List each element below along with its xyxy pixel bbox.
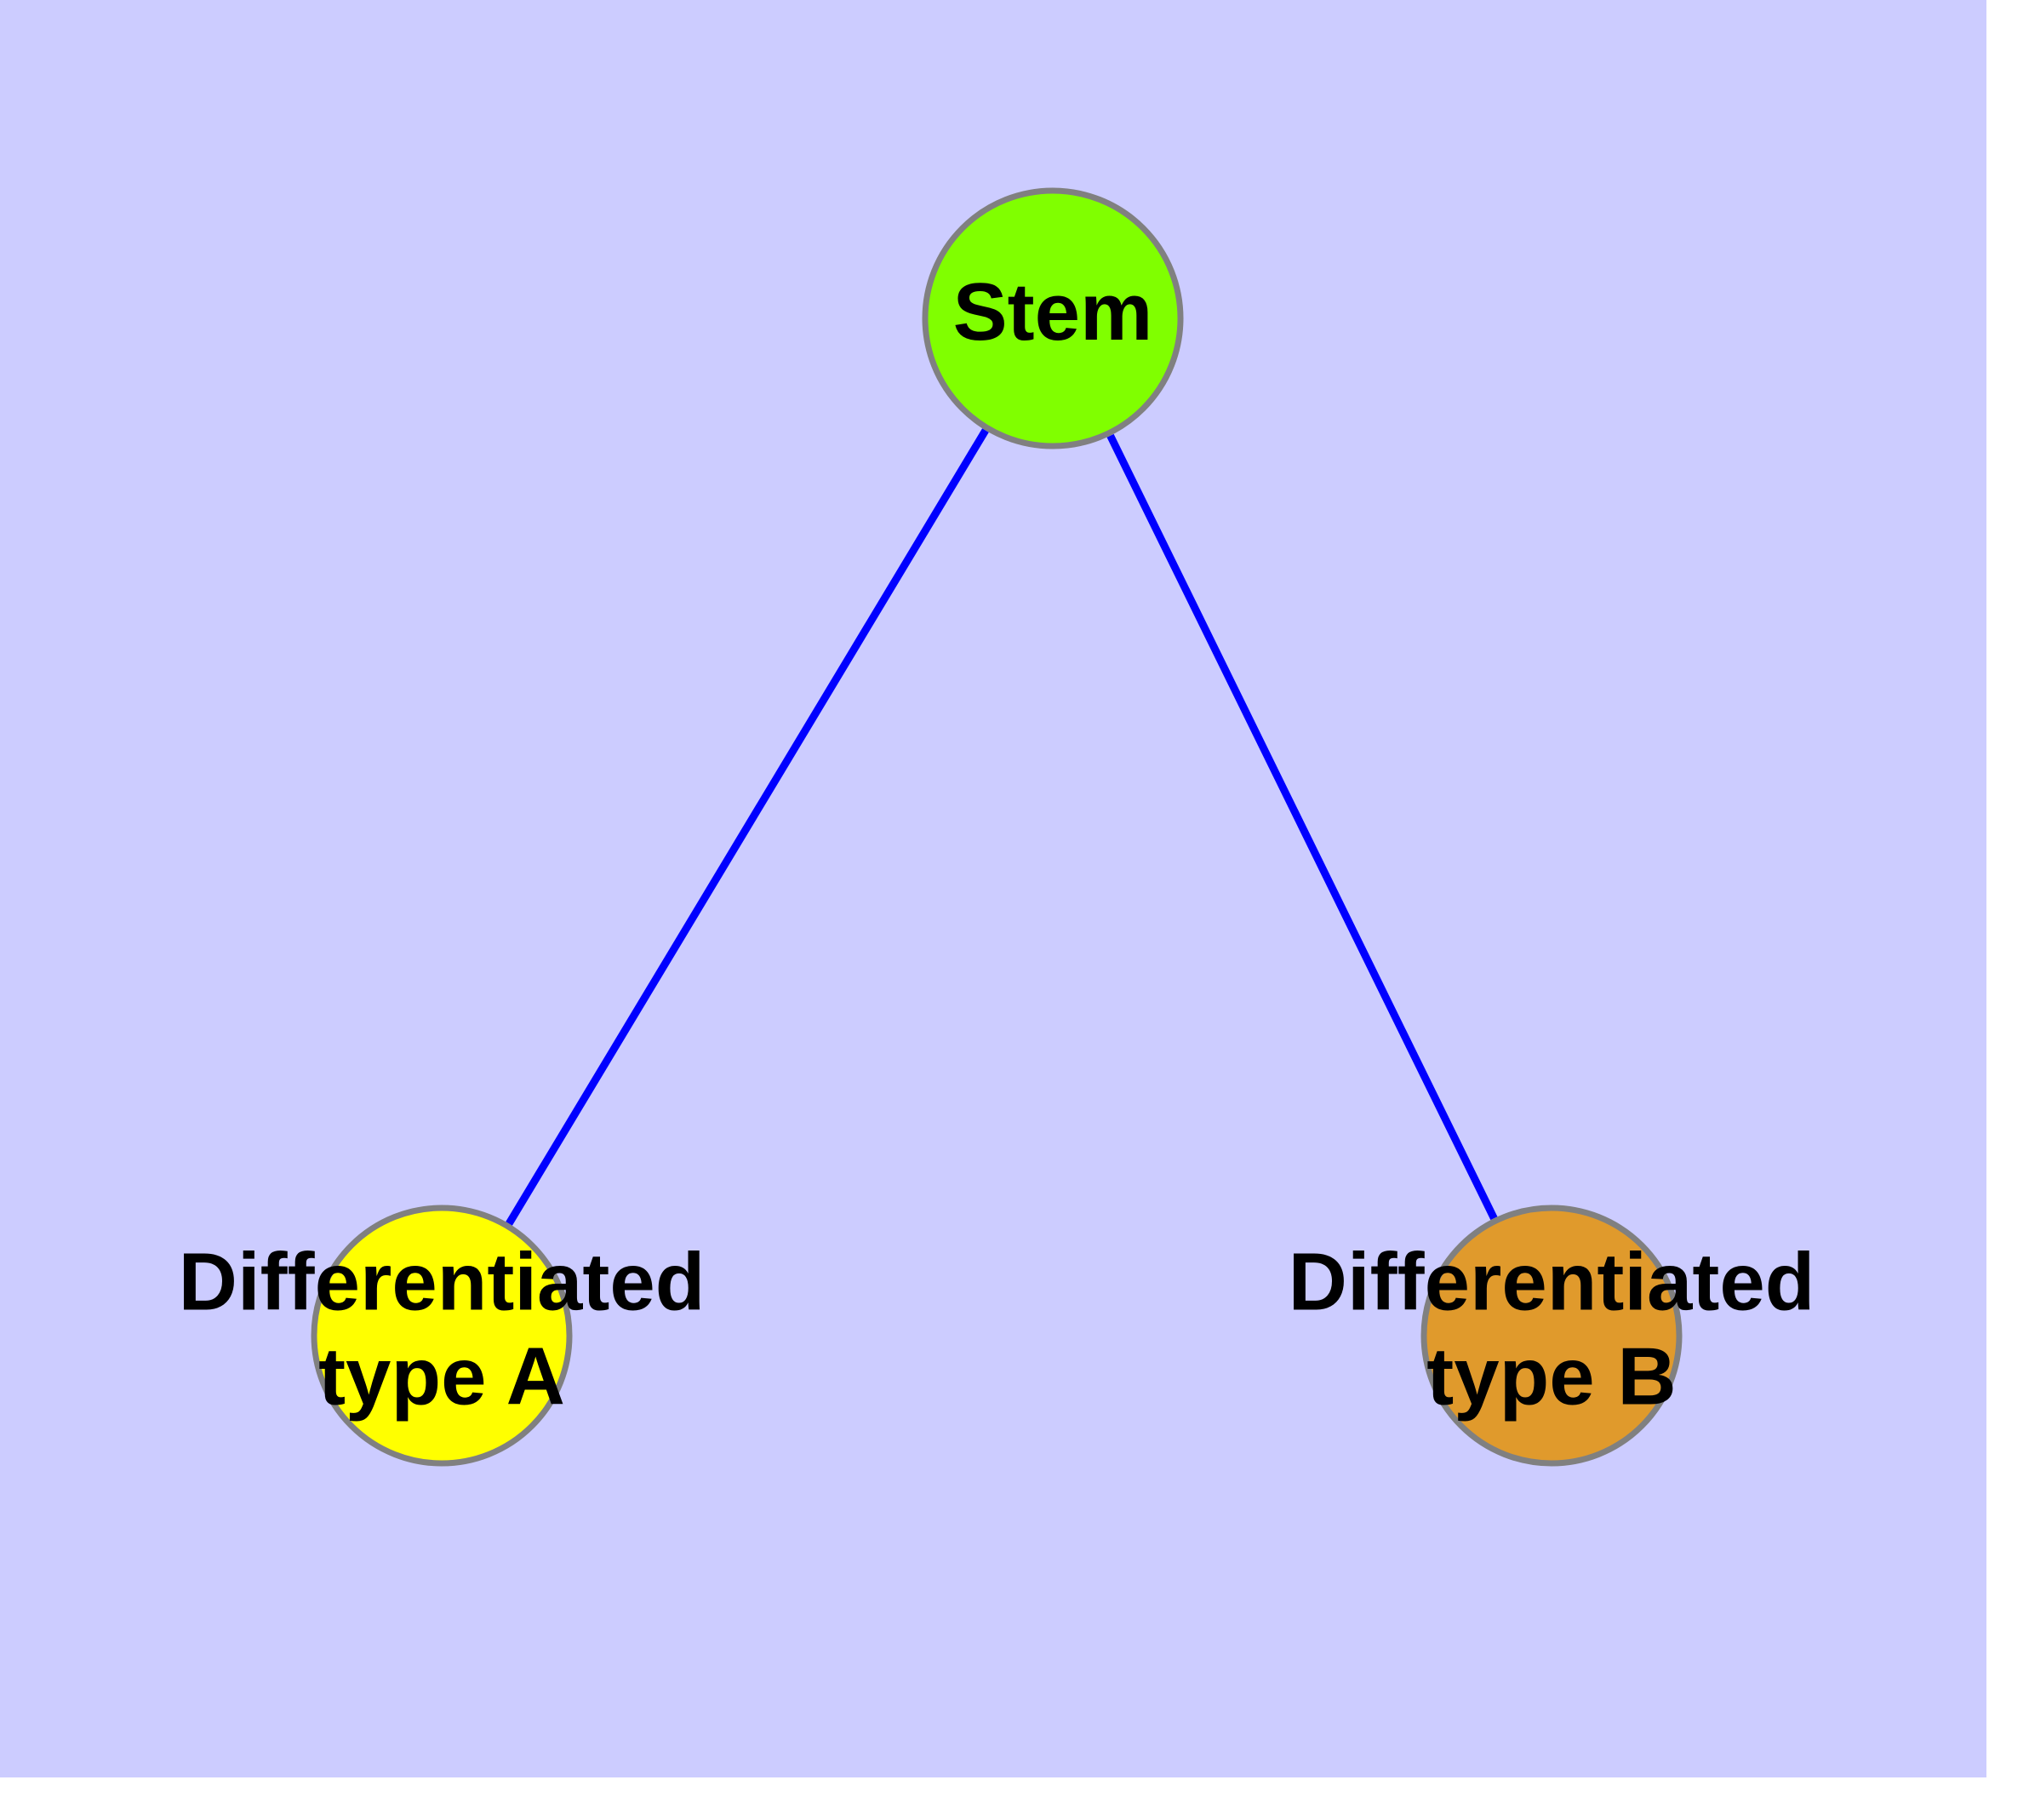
graph-node-diff-a[interactable] <box>311 1205 573 1467</box>
graph-edge-stem-to-diff-a <box>506 428 989 1226</box>
edge-layer <box>506 428 1498 1226</box>
node-layer <box>311 187 1683 1467</box>
graph-node-diff-b[interactable] <box>1420 1205 1683 1467</box>
graph-edge-stem-to-diff-b <box>1106 433 1498 1221</box>
label-line: Differentiated <box>1289 1237 1815 1328</box>
label-line: type A <box>318 1331 565 1422</box>
label-line: type B <box>1426 1331 1676 1422</box>
label-line: Differentiated <box>179 1237 706 1328</box>
graph-node-label-stem: Stem <box>953 266 1153 358</box>
label-line: Stem <box>953 266 1153 358</box>
graph-node-stem[interactable] <box>922 187 1184 449</box>
